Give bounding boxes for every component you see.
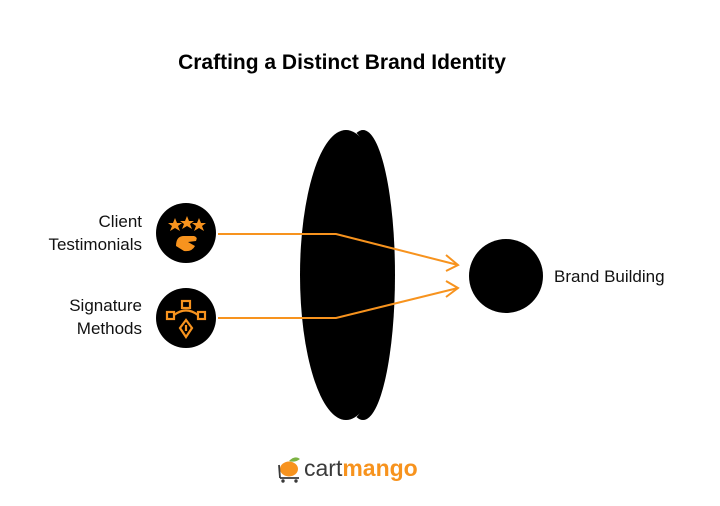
brand-building-node: [469, 239, 543, 313]
cartmango-logo-mark: [278, 457, 300, 483]
methods-node: [156, 288, 216, 348]
logo-text-mango: mango: [342, 455, 418, 481]
label-line: Signature: [69, 296, 142, 315]
connector-testimonials: [218, 233, 459, 266]
label-signature-methods: Signature Methods: [30, 294, 142, 340]
connector-methods: [218, 287, 459, 319]
label-line: Client: [98, 212, 142, 231]
arrowhead-methods: [445, 280, 460, 298]
label-line: Methods: [76, 319, 142, 338]
cartmango-logo-text: cartmango: [304, 455, 418, 482]
label-line: Testimonials: [48, 235, 142, 254]
logo-text-cart: cart: [304, 455, 343, 481]
stars-hand-icon: [168, 216, 206, 252]
testimonials-node: [156, 203, 216, 263]
pen-tool-icon: [165, 299, 207, 339]
label-client-testimonials: Client Testimonials: [30, 210, 142, 256]
arrowhead-testimonials: [445, 254, 460, 272]
diagram-title: Crafting a Distinct Brand Identity: [178, 51, 506, 74]
connector-lines: [218, 233, 460, 319]
lens-shape: [300, 130, 395, 420]
label-brand-building: Brand Building: [554, 267, 665, 286]
